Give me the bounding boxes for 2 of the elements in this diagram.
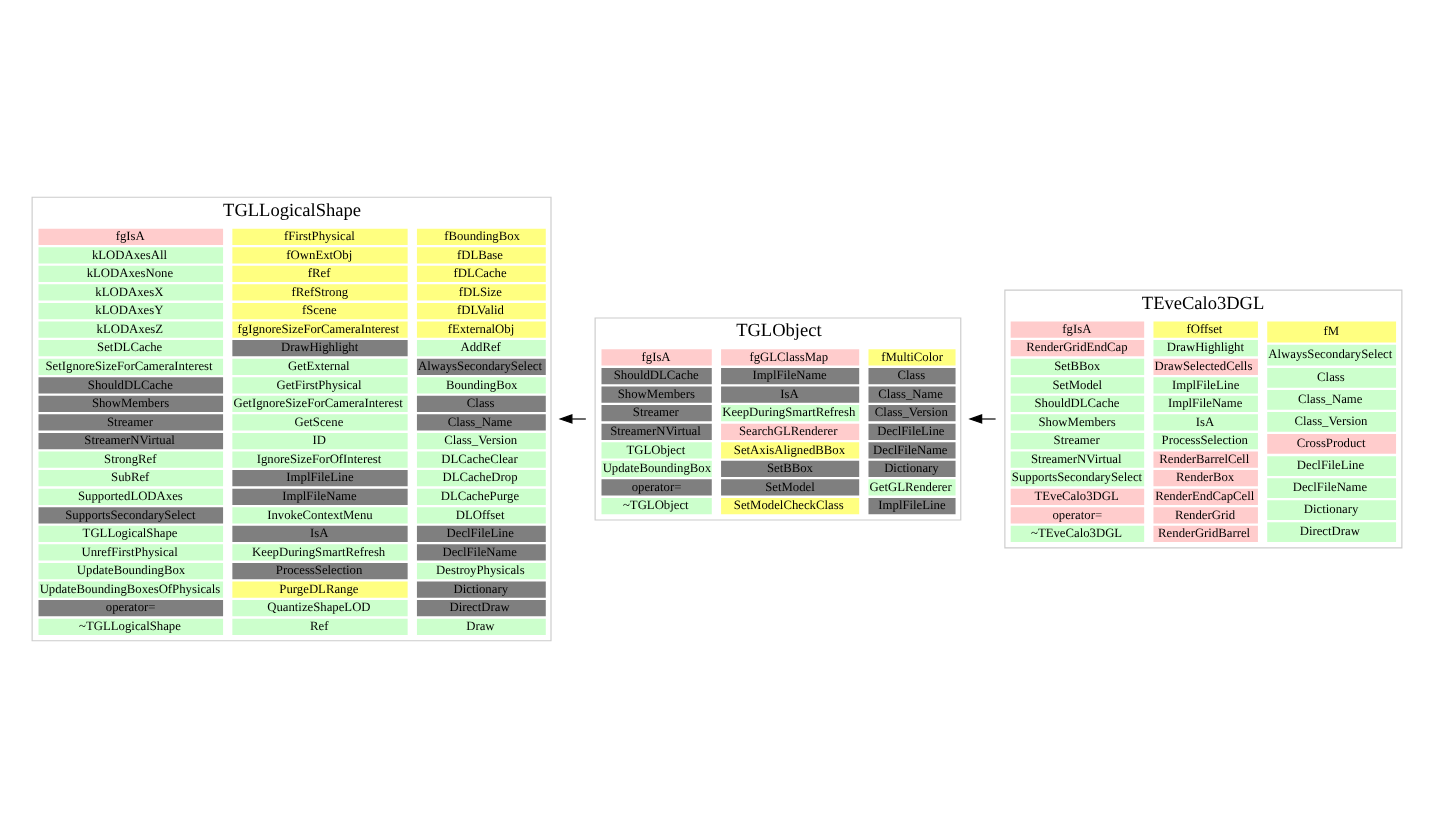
arrow: [558, 414, 587, 424]
arrow: [968, 414, 997, 424]
